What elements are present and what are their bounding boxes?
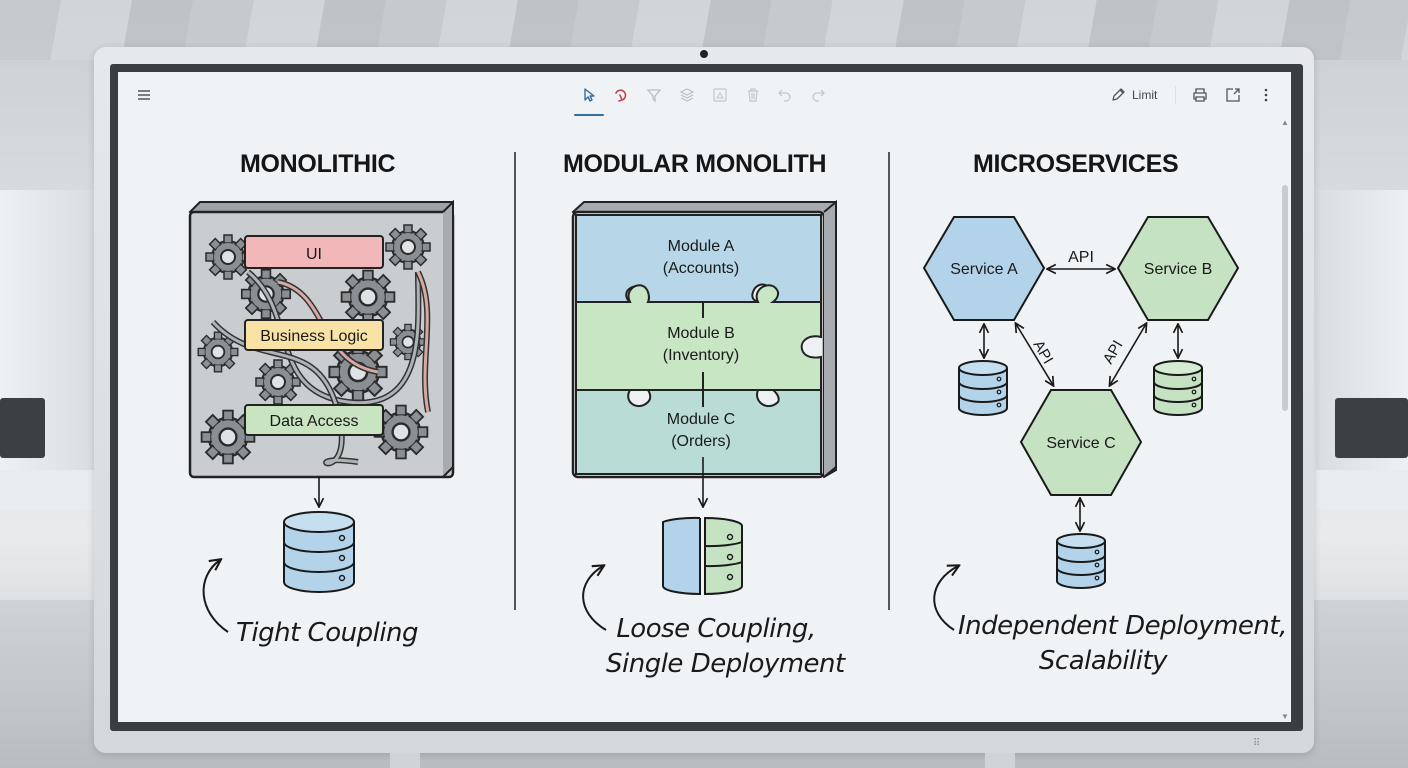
service-a-label: Service A [950,261,1018,278]
undo-icon [778,89,791,102]
title-microservices: MICROSERVICES [973,150,1179,178]
split-database-icon [662,516,743,596]
camera-icon [700,50,708,58]
layer-ui: UI [244,235,384,269]
caption-monolithic: Tight Coupling [236,616,419,651]
architecture-diagrams: UI Business Logic Data Access Mo [188,199,1240,633]
open-external-button[interactable] [1221,83,1245,107]
caption-line: Scalability [1038,646,1168,676]
column-divider-2 [888,152,890,610]
service-a-node: Service A [922,216,1046,321]
scroll-down-arrow-icon[interactable]: ▼ [1281,712,1289,721]
delete-tool-button[interactable] [741,83,765,107]
module-b-sub: (Inventory) [663,347,739,364]
scroll-thumb[interactable] [1282,185,1288,411]
office-monitor-left [0,398,45,458]
caption-modular-monolith: Loose Coupling, Single Deployment [606,612,845,682]
hamburger-menu-icon[interactable] [132,83,156,107]
service-c-node: Service C [1019,389,1143,496]
module-c-sub: (Orders) [671,433,731,450]
layer-business-logic: Business Logic [244,319,384,351]
module-a-sub: (Accounts) [663,260,739,277]
office-monitor-right [1335,398,1408,458]
service-b-label: Service B [1144,261,1212,278]
redo-icon [812,89,825,102]
more-options-button[interactable] [1254,83,1278,107]
service-b-node: Service B [1116,216,1240,321]
board-stand-left [390,753,420,768]
funnel-icon [646,89,662,103]
module-c-name: Module C [667,411,735,428]
api-label-a-c: API [1030,338,1057,367]
print-button[interactable] [1188,83,1212,107]
filter-tool-button[interactable] [642,83,666,107]
whiteboard-screen: Limit ▲ ▼ MONOLITHIC MODULAR MONOLITH MI… [118,72,1291,722]
more-vertical-icon [1264,88,1268,102]
api-arrow-a-c [1016,324,1053,385]
layers-icon [679,88,695,102]
title-modular-monolith: MODULAR MONOLITH [563,150,827,178]
module-b-name: Module B [667,325,735,342]
trash-icon [748,88,758,102]
monolith-database-icon [283,511,355,593]
caption-line: Tight Coupling [236,618,419,648]
board-stand-right [985,753,1015,768]
curved-arrow-icon [582,566,607,631]
pencil-icon [1112,88,1125,101]
api-arrow-b-c [1110,324,1146,385]
image-tool-button[interactable] [708,83,732,107]
caption-line: Single Deployment [606,649,845,679]
service-a-database-icon [958,360,1008,416]
title-monolithic: MONOLITHIC [240,150,396,178]
office-desk-left [0,470,95,510]
module-c: Module C (Orders) [575,389,822,475]
resize-handle-icon[interactable]: ⠿ [1253,738,1262,749]
module-a-name: Module A [668,238,735,255]
service-c-label: Service C [1046,435,1115,452]
service-c-database-icon [1056,533,1106,589]
module-a: Module A (Accounts) [575,214,822,303]
layer-business-logic-label: Business Logic [260,328,368,345]
undo-tool-button[interactable] [773,83,797,107]
image-icon [713,88,727,102]
service-b-database-icon [1153,360,1203,416]
active-tool-indicator [574,114,604,116]
caption-line: Loose Coupling, [616,614,816,644]
vertical-scrollbar[interactable]: ▲ ▼ [1280,118,1290,722]
toolbar-separator [1175,86,1176,104]
external-open-icon [1226,88,1240,102]
layer-data-access: Data Access [244,404,384,436]
limit-label[interactable]: Limit [1132,88,1158,102]
api-label-a-b: API [1068,249,1094,266]
redo-tool-button[interactable] [806,83,830,107]
layer-data-access-label: Data Access [270,413,359,430]
toolbar: Limit [118,72,1291,118]
cursor-pointer-icon [584,88,595,102]
caption-line: Independent Deployment, [958,611,1287,641]
print-icon [1193,88,1207,102]
lasso-tool-button[interactable] [609,83,633,107]
office-desk-right [1316,470,1408,510]
scroll-up-arrow-icon[interactable]: ▲ [1281,118,1289,127]
lasso-icon [615,89,627,102]
select-tool-button[interactable] [577,83,601,107]
column-divider-1 [514,152,516,610]
caption-microservices: Independent Deployment, Scalability [958,609,1287,679]
module-b: Module B (Inventory) [575,284,822,391]
edit-limit-button[interactable] [1106,83,1130,107]
layer-ui-label: UI [306,246,322,263]
layers-tool-button[interactable] [675,83,699,107]
curved-arrow-icon [933,566,958,631]
curved-arrow-icon [202,560,229,633]
